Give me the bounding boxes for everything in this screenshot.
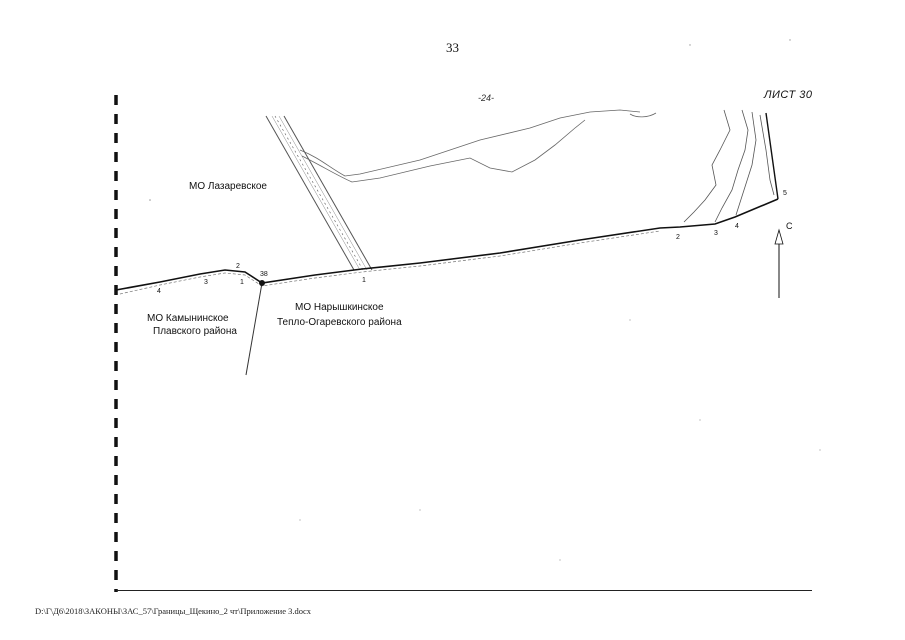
main-boundary <box>115 198 779 291</box>
scan-dots <box>149 39 821 561</box>
secondary-boundary <box>119 230 661 295</box>
point-label: 2 <box>676 234 680 241</box>
top-mark: -24- <box>478 93 495 103</box>
footer-path: D:\Г\Д6\2018\ЗАКОНЫ\ЗАС_57\Границы_Щекин… <box>35 606 312 616</box>
point-label: 1 <box>362 277 366 284</box>
point-label: 4 <box>157 288 161 295</box>
point-label: 3 <box>714 230 718 237</box>
south-boundary <box>245 282 263 376</box>
point-label: 4 <box>735 223 739 230</box>
sheet-label: ЛИСТ 30 <box>764 89 813 101</box>
label-naryshkinskoe-1: МО Нарышкинское <box>295 302 384 313</box>
page-number: 33 <box>446 40 459 55</box>
point-label: 2 <box>236 263 240 270</box>
north-arrow-label: С <box>786 221 793 231</box>
point-38-marker <box>259 280 265 286</box>
field-contour <box>299 109 657 183</box>
point-label: 3 <box>204 279 208 286</box>
north-arrow-icon <box>774 228 784 298</box>
bottom-rule <box>116 590 812 591</box>
point-label: 1 <box>240 279 244 286</box>
road-band <box>265 115 373 271</box>
right-boundary <box>765 112 779 200</box>
label-kamyninskoe-2: Плавского района <box>153 326 237 337</box>
point-label: 38 <box>260 271 268 278</box>
label-naryshkinskoe-2: Тепло-Огаревского района <box>277 317 402 328</box>
label-kamyninskoe-1: МО Камынинское <box>147 313 229 324</box>
label-lazarevskoe: МО Лазаревское <box>189 181 267 192</box>
stream-contour <box>683 109 775 223</box>
point-label: 5 <box>783 190 787 197</box>
